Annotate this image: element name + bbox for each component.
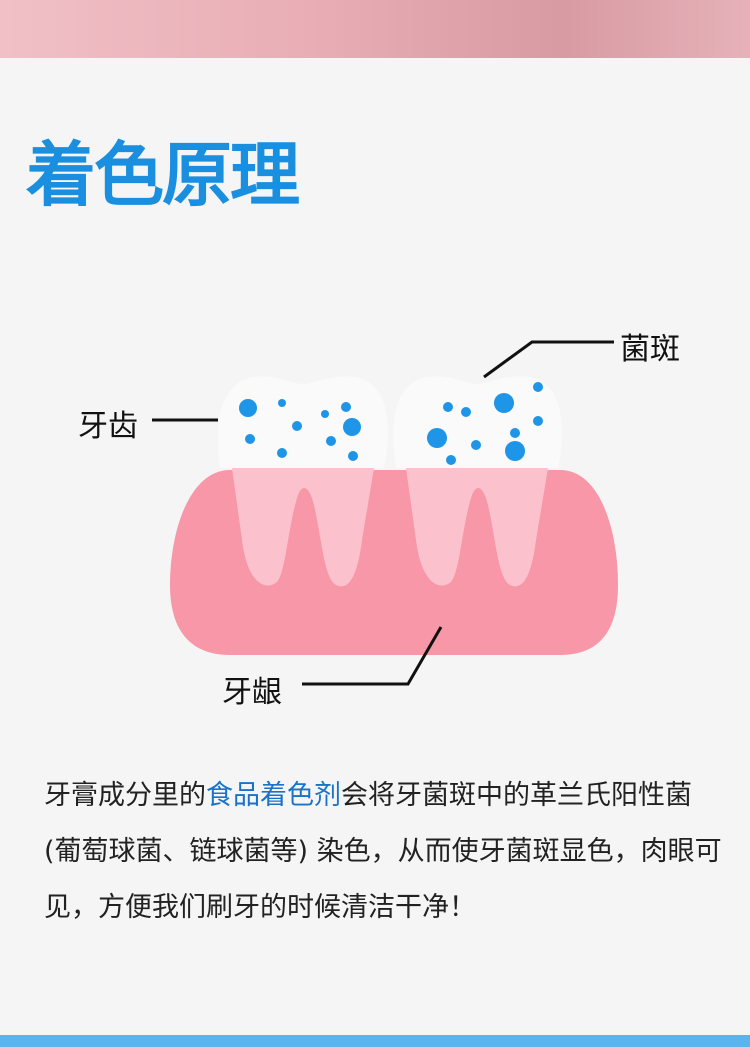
plaque-dot <box>292 421 302 431</box>
plaque-dot <box>326 436 336 446</box>
plaque-dots-right <box>427 382 543 465</box>
plaque-dot <box>461 407 471 417</box>
plaque-dot <box>427 428 447 448</box>
plaque-dot <box>446 455 456 465</box>
plaque-dot <box>533 382 543 392</box>
left-tooth-roots <box>232 468 374 587</box>
description-paragraph: 牙膏成分里的食品着色剂会将牙菌斑中的革兰氏阳性菌 (葡萄球菌、链球菌等) 染色，… <box>44 768 734 936</box>
teeth-illustration <box>152 340 618 686</box>
plaque-dot <box>505 441 525 461</box>
plaque-dot <box>239 399 257 417</box>
description-text-1: 牙膏成分里的 <box>44 780 206 811</box>
top-decorative-band <box>0 0 750 58</box>
right-tooth-roots <box>406 468 548 587</box>
plaque-dot <box>278 399 286 407</box>
plaque-callout-line <box>483 340 614 379</box>
left-tooth-crown <box>217 376 389 468</box>
plaque-dot <box>321 410 329 418</box>
plaque-dot <box>510 428 520 438</box>
teeth-diagram: 牙齿 菌斑 牙龈 <box>0 300 750 720</box>
plaque-dot <box>348 451 358 461</box>
label-gums: 牙龈 <box>222 675 282 710</box>
label-plaque: 菌斑 <box>620 332 680 367</box>
bottom-decorative-band <box>0 1035 750 1047</box>
plaque-dot <box>343 418 361 436</box>
plaque-dot <box>245 434 255 444</box>
description-highlight: 食品着色剂 <box>206 780 341 811</box>
plaque-dot <box>277 448 287 458</box>
plaque-dot <box>533 416 543 426</box>
plaque-dots-left <box>239 399 361 461</box>
gums-callout-line <box>302 626 443 686</box>
plaque-dot <box>494 393 514 413</box>
description-text-2: 会将牙菌斑中的革兰氏阳性菌 (葡萄球菌、链球菌等) 染色，从而使牙菌斑显色，肉眼… <box>44 780 722 923</box>
plaque-dot <box>341 402 351 412</box>
plaque-dot <box>443 402 453 412</box>
plaque-dot <box>471 440 481 450</box>
page-title: 着色原理 <box>26 134 300 216</box>
label-teeth: 牙齿 <box>78 409 138 444</box>
